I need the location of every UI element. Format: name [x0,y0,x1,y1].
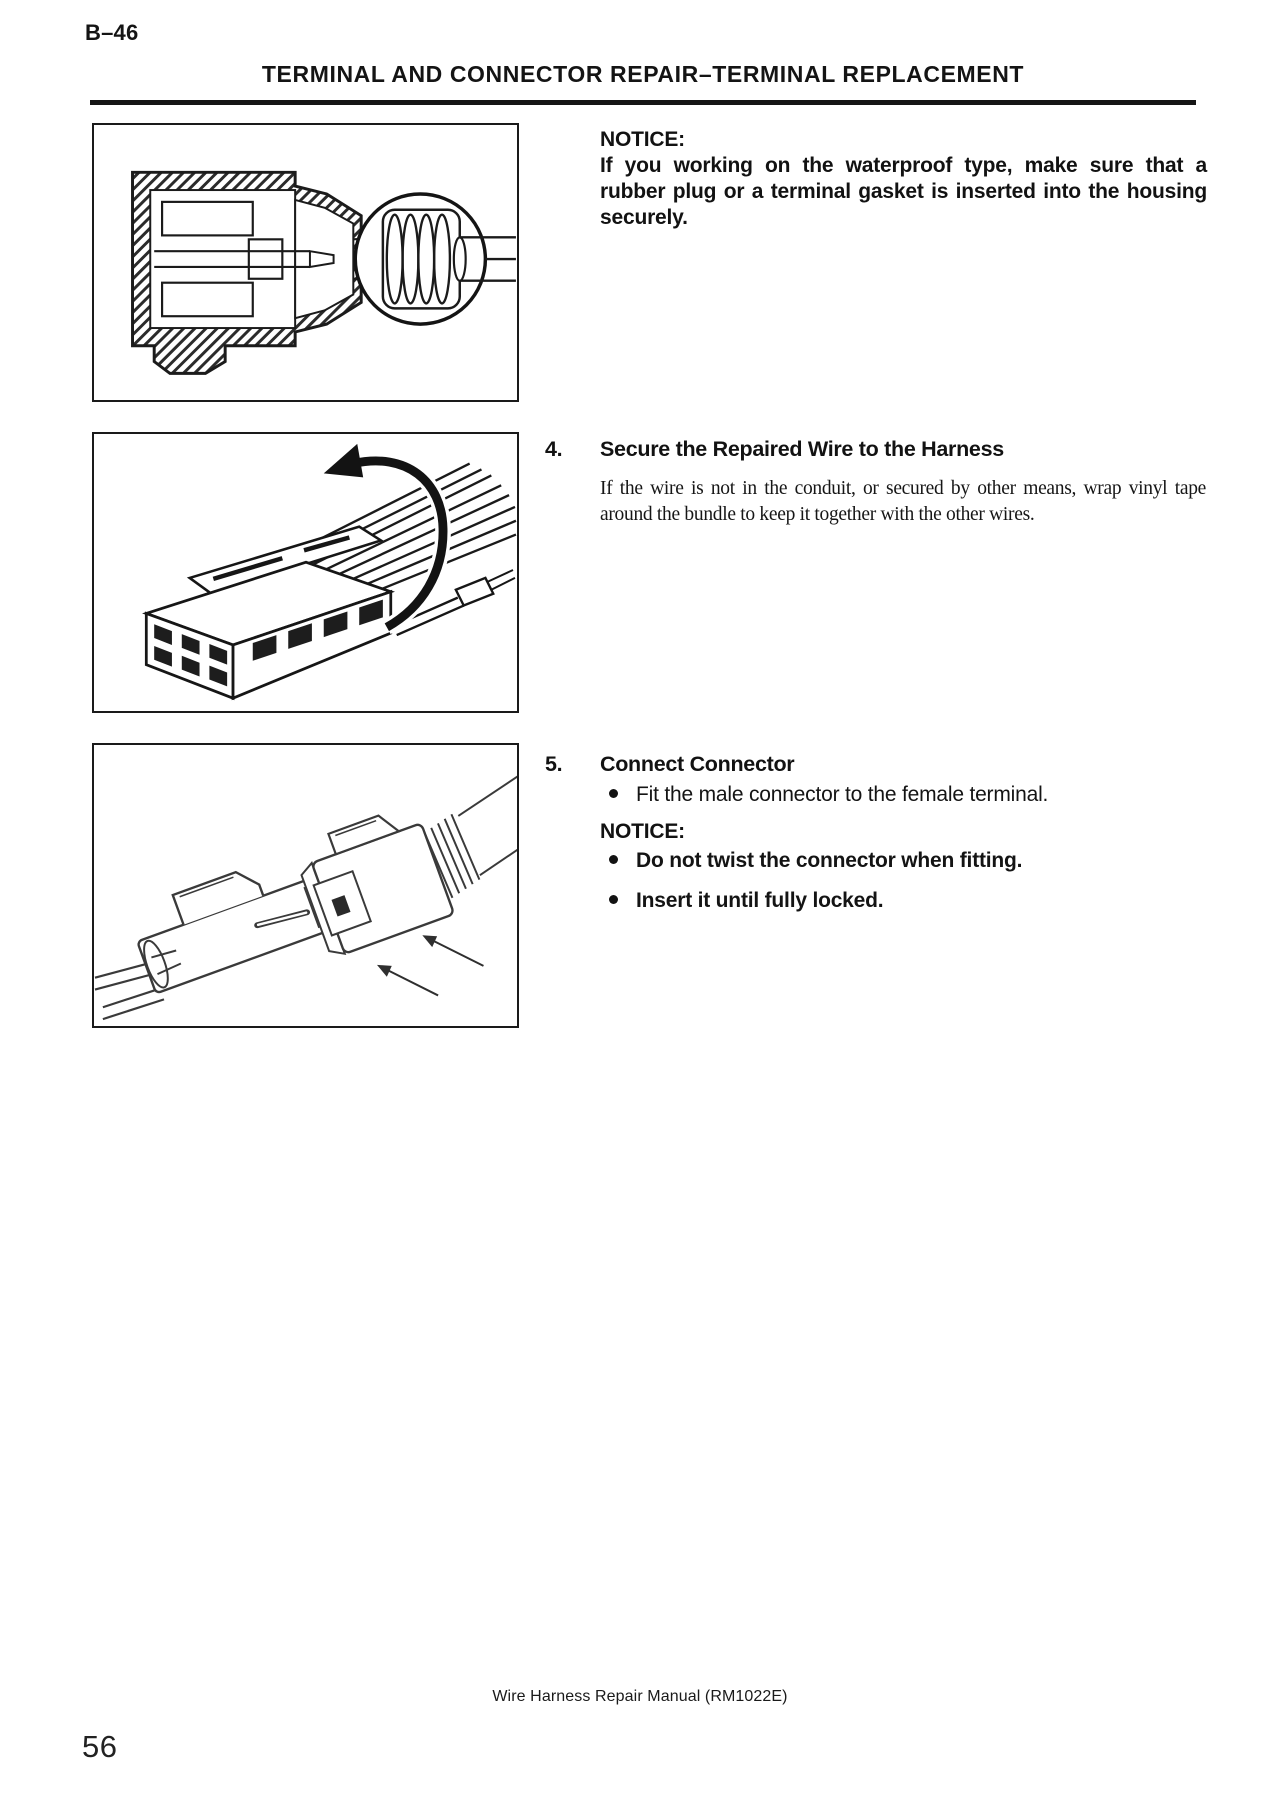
notice-text: If you working on the waterproof type, m… [600,154,1207,229]
waterproof-connector-cross-section-figure [92,123,519,402]
step-5-heading: 5. Connect Connector [545,752,1225,777]
step-4-heading: 4. Secure the Repaired Wire to the Harnes… [545,437,1225,462]
bullet-dot-icon [609,789,618,798]
step-4-body: If the wire is not in the conduit, or se… [600,478,1206,525]
step-5-bullet-fit: Fit the male connector to the female ter… [609,782,1209,807]
step-4-title: Secure the Repaired Wire to the Harness [600,437,1004,461]
cross-section-drawing [131,170,516,375]
page-ref: B–46 [85,20,139,45]
tape-wrap-drawing [142,443,517,701]
footer-manual-title: Wire Harness Repair Manual (RM1022E) [492,1688,788,1705]
step-5-title: Connect Connector [600,752,795,776]
bullet-text: Do not twist the connector when fitting. [636,849,1023,872]
step-5-number: 5. [545,752,563,776]
notice-block-top: NOTICE: If you working on the waterproof… [600,127,1207,231]
step-5-notice-bullet-insert: Insert it until fully locked. [609,888,1209,913]
notice-label: NOTICE: [600,128,685,151]
bullet-text: Insert it until fully locked. [636,889,884,912]
bullet-dot-icon [609,895,618,904]
bullet-dot-icon [609,855,618,864]
step-4-number: 4. [545,437,563,461]
notice-label-step5: NOTICE: [600,820,685,843]
page-number: 56 [82,1729,118,1764]
connector-fitting-figure [92,743,519,1028]
step-5-notice-bullet-twist: Do not twist the connector when fitting. [609,848,1209,873]
page-title: TERMINAL AND CONNECTOR REPAIR–TERMINAL R… [261,61,1025,87]
bullet-text: Fit the male connector to the female ter… [636,783,1049,806]
tape-wrap-harness-figure [92,432,519,713]
title-rule [90,100,1196,105]
connector-fitting-drawing [94,773,517,1021]
